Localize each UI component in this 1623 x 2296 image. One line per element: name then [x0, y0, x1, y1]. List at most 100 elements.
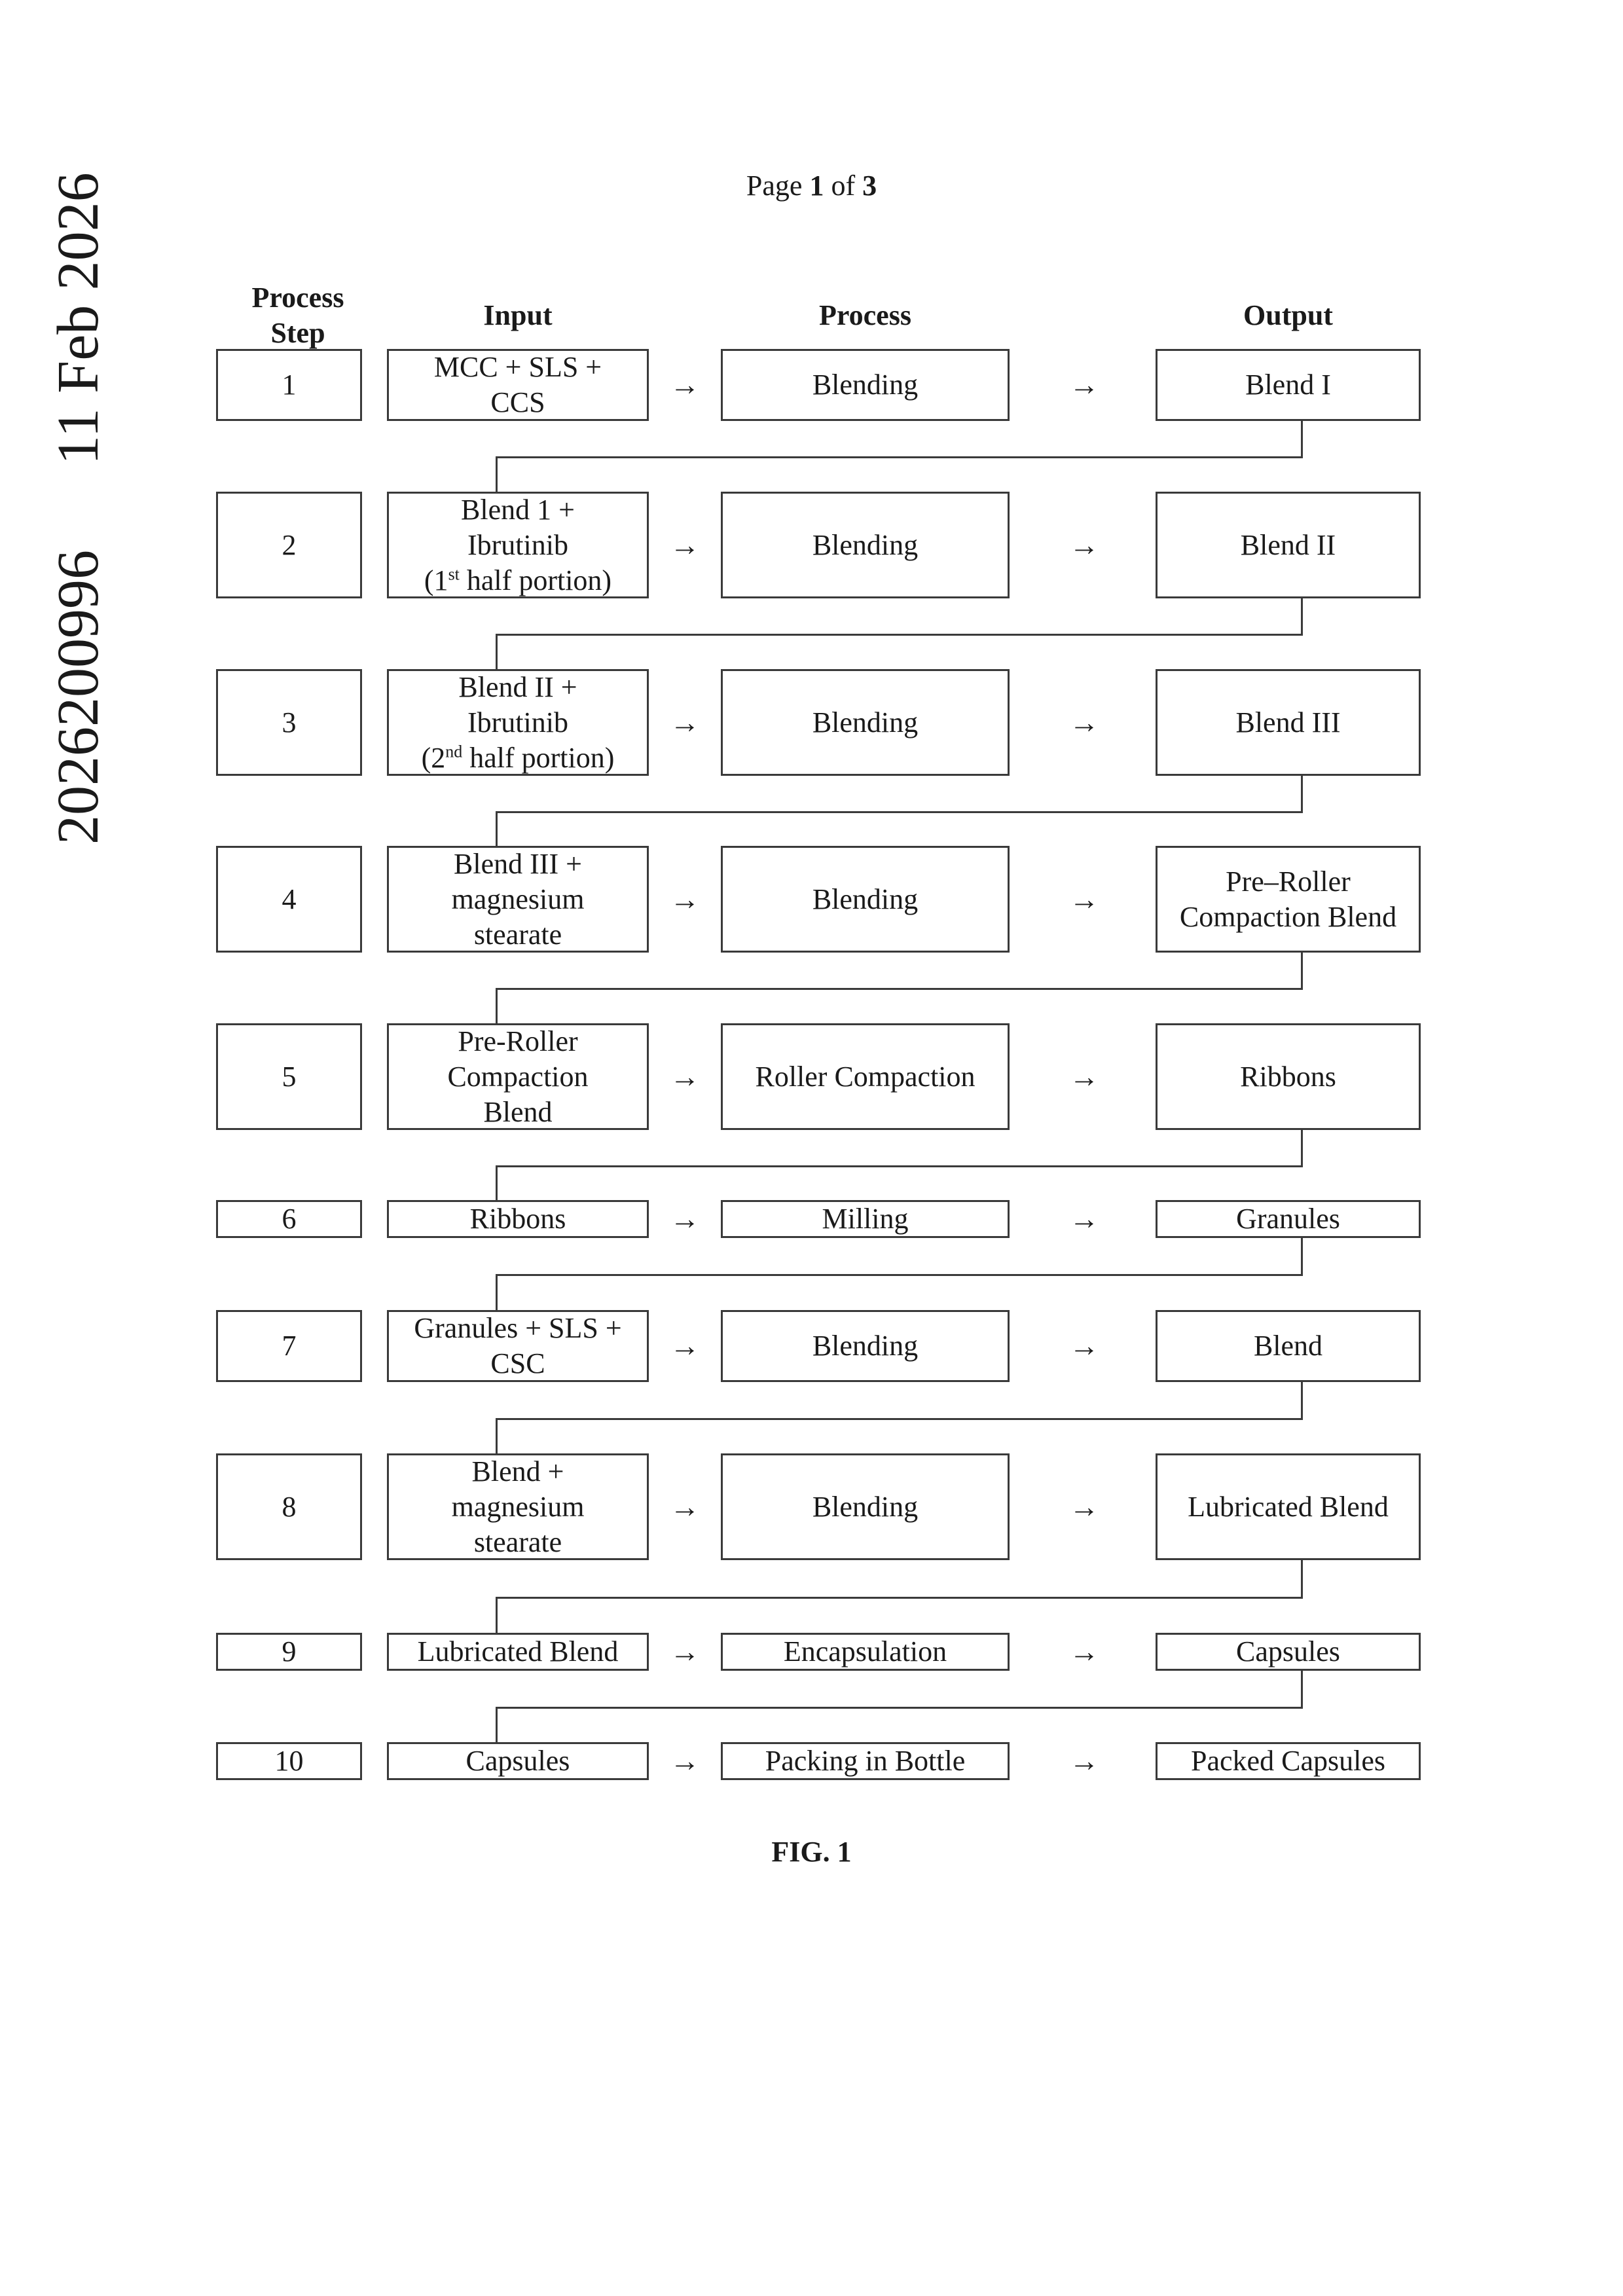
input-box: MCC + SLS + CCS	[387, 349, 649, 421]
connector-across	[496, 1597, 1303, 1599]
process-box: Milling	[721, 1200, 1010, 1238]
process-label: Blending	[812, 1489, 918, 1525]
input-box: Lubricated Blend	[387, 1633, 649, 1671]
connector-across	[496, 456, 1303, 458]
arrow-icon: →	[1061, 1062, 1107, 1092]
connector-down	[1301, 1671, 1303, 1707]
process-label: Blending	[812, 528, 918, 563]
input-box: Blend III + magnesium stearate	[387, 846, 649, 953]
input-label: Ribbons	[470, 1203, 566, 1235]
output-box: Ribbons	[1156, 1023, 1421, 1130]
process-box: Roller Compaction	[721, 1023, 1010, 1130]
arrow-icon: →	[1061, 708, 1107, 738]
connector-down	[1301, 421, 1303, 456]
output-box: Granules	[1156, 1200, 1421, 1238]
process-label: Roller Compaction	[755, 1059, 975, 1095]
output-label: Pre–Roller Compaction Blend	[1180, 864, 1396, 935]
input-ordinal-suffix: nd	[445, 742, 462, 761]
input-portion-suffix: half portion)	[460, 564, 611, 596]
output-box: Pre–Roller Compaction Blend	[1156, 846, 1421, 953]
connector-across	[496, 634, 1303, 636]
arrow-icon: →	[662, 1204, 708, 1234]
output-label: Packed Capsules	[1191, 1743, 1385, 1779]
process-label: Blending	[812, 367, 918, 403]
connector-down	[1301, 598, 1303, 634]
step-number: 10	[275, 1743, 304, 1779]
step-number: 6	[282, 1201, 297, 1237]
header-step: Process Step	[216, 280, 380, 351]
input-text: MCC + SLS + CCS	[434, 350, 602, 420]
input-label: Blend + magnesium stearate	[452, 1455, 585, 1558]
connector-down	[1301, 1238, 1303, 1274]
output-box: Blend I	[1156, 349, 1421, 421]
input-label: Blend III + magnesium stearate	[452, 848, 585, 951]
input-text: Blend III + magnesium stearate	[452, 847, 585, 953]
connector-across	[496, 1165, 1303, 1167]
input-text: Blend 1 + Ibrutinib(1st half portion)	[424, 492, 611, 598]
header-process: Process	[721, 298, 1010, 333]
input-text: Capsules	[466, 1743, 570, 1779]
connector-down	[1301, 1560, 1303, 1597]
input-box: Pre-Roller Compaction Blend	[387, 1023, 649, 1130]
output-label: Blend III	[1235, 705, 1340, 740]
arrow-icon: →	[1061, 1637, 1107, 1667]
arrow-icon: →	[1061, 530, 1107, 560]
arrow-icon: →	[662, 530, 708, 560]
output-label: Ribbons	[1240, 1059, 1336, 1095]
step-number-box: 8	[216, 1453, 362, 1560]
arrow-icon: →	[662, 370, 708, 400]
arrow-icon: →	[1061, 1492, 1107, 1522]
connector-down	[496, 988, 498, 1023]
input-box: Capsules	[387, 1742, 649, 1780]
connector-down	[496, 1274, 498, 1310]
input-label: Blend II + Ibrutinib	[458, 671, 577, 738]
input-box: Blend 1 + Ibrutinib(1st half portion)	[387, 492, 649, 598]
step-number-box: 10	[216, 1742, 362, 1780]
arrow-icon: →	[1061, 370, 1107, 400]
step-number: 2	[282, 528, 297, 563]
step-number: 8	[282, 1489, 297, 1525]
input-label: Pre-Roller Compaction Blend	[447, 1025, 588, 1128]
connector-down	[496, 456, 498, 492]
step-number: 3	[282, 705, 297, 740]
input-ordinal-suffix: st	[448, 564, 460, 583]
arrow-icon: →	[1061, 1746, 1107, 1776]
input-text: Ribbons	[470, 1201, 566, 1237]
arrow-icon: →	[662, 1331, 708, 1361]
output-label: Blend I	[1245, 367, 1331, 403]
process-box: Blending	[721, 1453, 1010, 1560]
process-label: Encapsulation	[784, 1634, 947, 1669]
header-input: Input	[387, 298, 649, 333]
side-stamp: 202620099611 Feb 2026	[26, 190, 131, 845]
connector-down	[496, 1597, 498, 1633]
input-portion-prefix: (2	[422, 742, 446, 774]
connector-down	[1301, 1130, 1303, 1165]
arrow-icon: →	[662, 1637, 708, 1667]
connector-down	[496, 1165, 498, 1200]
step-number-box: 6	[216, 1200, 362, 1238]
input-label: Granules + SLS + CSC	[414, 1312, 621, 1379]
input-label: Blend 1 + Ibrutinib	[461, 494, 575, 561]
input-label: Capsules	[466, 1745, 570, 1777]
figure-caption: FIG. 1	[0, 1835, 1623, 1868]
output-box: Blend	[1156, 1310, 1421, 1382]
connector-down	[1301, 776, 1303, 811]
input-text: Pre-Roller Compaction Blend	[447, 1024, 588, 1130]
input-box: Blend II + Ibrutinib(2nd half portion)	[387, 669, 649, 776]
step-number: 7	[282, 1328, 297, 1364]
output-label: Blend II	[1241, 528, 1336, 563]
step-number-box: 1	[216, 349, 362, 421]
output-box: Packed Capsules	[1156, 1742, 1421, 1780]
page-label: Page 1 of 3	[0, 169, 1623, 202]
step-number: 1	[282, 367, 297, 403]
process-box: Packing in Bottle	[721, 1742, 1010, 1780]
connector-across	[496, 988, 1303, 990]
process-label: Blending	[812, 882, 918, 917]
connector-down	[496, 634, 498, 669]
connector-across	[496, 1418, 1303, 1420]
step-number-box: 5	[216, 1023, 362, 1130]
input-label: MCC + SLS + CCS	[434, 351, 602, 418]
step-number: 5	[282, 1059, 297, 1095]
output-label: Granules	[1236, 1201, 1340, 1237]
input-box: Granules + SLS + CSC	[387, 1310, 649, 1382]
